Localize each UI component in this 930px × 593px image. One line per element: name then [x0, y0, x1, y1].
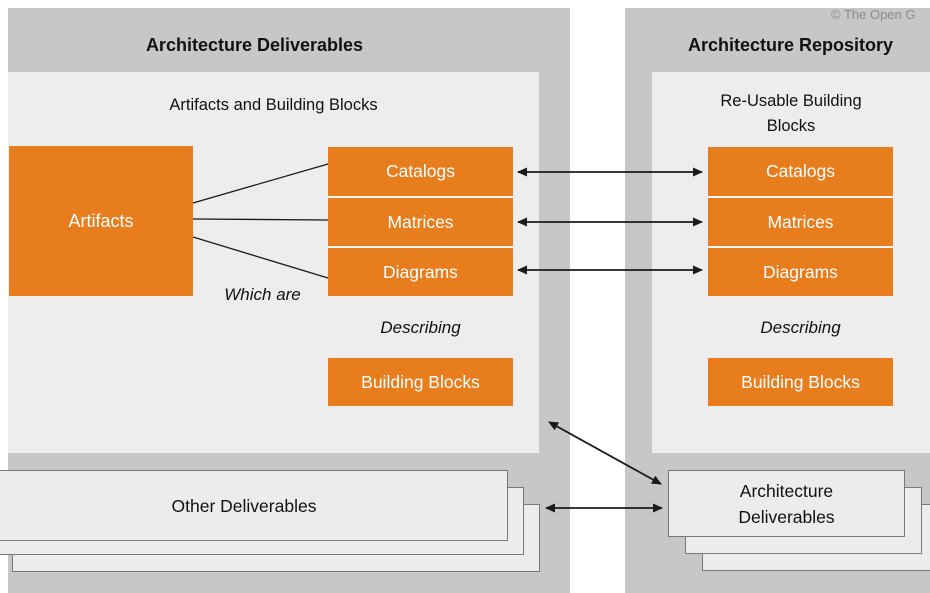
left-inner-title: Artifacts and Building Blocks [169, 96, 378, 114]
left-panel-title: Architecture Deliverables [145, 35, 364, 55]
left-artifact-type-column: Catalogs Matrices Diagrams [328, 147, 513, 296]
other-deliverables-box: Other Deliverables [0, 470, 508, 541]
right-type-catalogs: Catalogs [708, 147, 893, 196]
left-describing-label: Describing [380, 318, 461, 337]
left-type-catalogs: Catalogs [328, 147, 513, 196]
left-type-matrices: Matrices [328, 196, 513, 246]
architecture-deliverables-box: Architecture Deliverables [668, 470, 905, 537]
right-inner-title: Re-Usable Building Blocks [720, 92, 862, 135]
right-type-matrices: Matrices [708, 196, 893, 246]
right-panel-title: Architecture Repository [687, 35, 894, 55]
right-building-blocks-box: Building Blocks [708, 358, 893, 406]
left-type-diagrams: Diagrams [328, 246, 513, 296]
right-type-diagrams: Diagrams [708, 246, 893, 296]
right-describing-label: Describing [760, 318, 841, 337]
left-building-blocks-box: Building Blocks [328, 358, 513, 406]
artifacts-box: Artifacts [9, 146, 193, 296]
which-are-label: Which are [224, 285, 301, 304]
right-artifact-type-column: Catalogs Matrices Diagrams [708, 147, 893, 296]
copyright-text: © The Open G [831, 7, 916, 22]
